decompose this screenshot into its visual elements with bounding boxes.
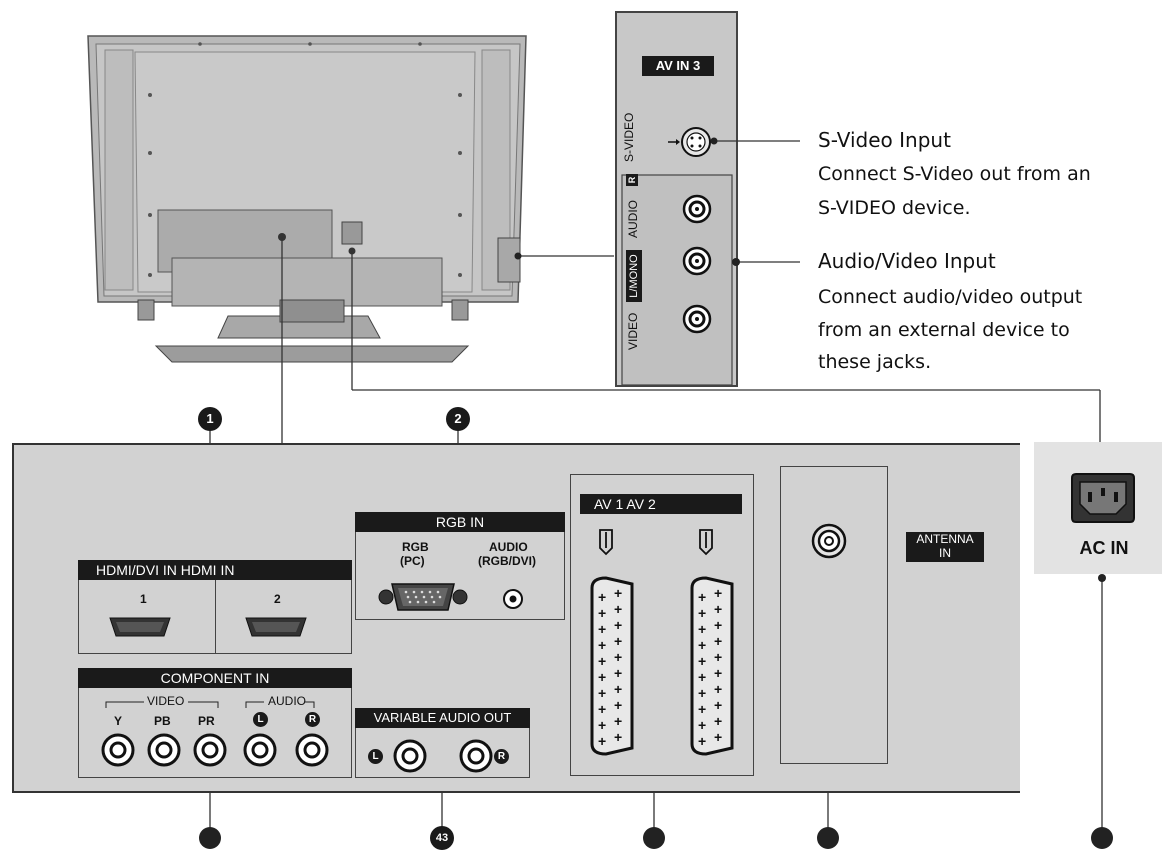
- svg-text:+: +: [614, 585, 622, 601]
- svg-text:+: +: [714, 633, 722, 649]
- svg-text:+: +: [698, 717, 706, 733]
- svg-text:+: +: [714, 617, 722, 633]
- antenna-label-1: ANTENNA: [906, 532, 984, 546]
- svg-text:+: +: [614, 713, 622, 729]
- scart-group: [570, 474, 754, 776]
- hdmi-port-1-icon: [109, 617, 171, 637]
- svg-text:+: +: [698, 589, 706, 605]
- hdmi-port-1-label: 1: [140, 592, 147, 606]
- component-pb-label: PB: [154, 714, 171, 728]
- svg-text:+: +: [714, 601, 722, 617]
- svg-text:+: +: [614, 697, 622, 713]
- svg-text:+: +: [598, 605, 606, 621]
- svg-text:+: +: [714, 713, 722, 729]
- svg-text:+: +: [714, 665, 722, 681]
- rgb-audio-label-1: AUDIO: [489, 540, 528, 554]
- svg-text:+: +: [598, 685, 606, 701]
- antenna-group: [780, 466, 888, 764]
- component-l-badge: L: [253, 712, 268, 727]
- svg-text:+: +: [614, 601, 622, 617]
- hdmi-port-2-label: 2: [274, 592, 281, 606]
- hdmi-divider: [215, 580, 216, 654]
- component-bracket-lines: [105, 701, 315, 708]
- svg-text:+: +: [698, 637, 706, 653]
- antenna-jack-icon: [811, 523, 847, 559]
- hdmi-port-2-icon: [245, 617, 307, 637]
- svideo-callout-desc-1: Connect S-Video out from an: [818, 163, 1091, 185]
- component-header: COMPONENT IN: [78, 668, 352, 688]
- svg-text:+: +: [598, 653, 606, 669]
- rear-connection-panel: [12, 443, 1020, 793]
- component-audio-group-label: AUDIO: [268, 694, 307, 708]
- variable-audio-header: VARIABLE AUDIO OUT: [355, 708, 530, 728]
- video-jack-icon: [682, 304, 712, 334]
- svg-text:+: +: [698, 621, 706, 637]
- svideo-callout-title: S-Video Input: [818, 128, 951, 152]
- svg-text:+: +: [598, 589, 606, 605]
- marker-2: 2: [446, 407, 470, 431]
- marker-1: 1: [198, 407, 222, 431]
- svg-text:+: +: [598, 621, 606, 637]
- vga-port-icon: [378, 583, 468, 611]
- audio-r-jack-icon: [682, 194, 712, 224]
- svg-text:+: +: [614, 649, 622, 665]
- tv-rear-illustration: [80, 30, 540, 370]
- svg-text:+: +: [698, 701, 706, 717]
- svg-text:+: +: [614, 681, 622, 697]
- component-y-label: Y: [114, 714, 123, 728]
- svg-text:+: +: [614, 729, 622, 745]
- svideo-jack-icon: [668, 127, 711, 157]
- variable-audio-jacks-icon: [393, 739, 493, 773]
- svg-text:+: +: [698, 605, 706, 621]
- ac-power-socket-icon: [1071, 473, 1135, 523]
- svg-text:+: +: [698, 685, 706, 701]
- component-jacks-icon: [101, 733, 329, 767]
- av-callout-desc-3: these jacks.: [818, 351, 932, 373]
- antenna-label-2: IN: [906, 546, 984, 562]
- svg-text:+: +: [598, 669, 606, 685]
- svg-text:+: +: [714, 729, 722, 745]
- av-callout-desc-2: from an external device to: [818, 319, 1070, 341]
- audio-l-jack-icon: [682, 246, 712, 276]
- svg-text:+: +: [598, 701, 606, 717]
- svg-text:+: +: [598, 733, 606, 749]
- component-r-badge: R: [305, 712, 320, 727]
- svg-text:+: +: [698, 669, 706, 685]
- svg-text:+: +: [714, 585, 722, 601]
- component-video-group-label: VIDEO: [147, 694, 185, 708]
- svg-text:+: +: [714, 681, 722, 697]
- ac-in-label: AC IN: [1079, 538, 1129, 558]
- svg-text:+: +: [714, 697, 722, 713]
- svg-text:+: +: [614, 617, 622, 633]
- rgb-pc-label-1: RGB: [402, 540, 429, 554]
- svg-text:+: +: [698, 733, 706, 749]
- rgb-audio-label-2: (RGB/DVI): [478, 554, 536, 568]
- hdmi-header: HDMI/DVI IN HDMI IN: [78, 560, 352, 580]
- av-scart-header: AV 1 AV 2: [580, 494, 742, 514]
- svg-text:+: +: [714, 649, 722, 665]
- variable-r-badge: R: [494, 749, 509, 764]
- svg-text:+: +: [598, 717, 606, 733]
- svg-text:+: +: [598, 637, 606, 653]
- av-callout-desc-1: Connect audio/video output: [818, 286, 1083, 308]
- rgb-pc-label-2: (PC): [400, 554, 425, 568]
- scart-ports-icon: ++ ++ ++ ++ ++ ++ ++ ++ ++ ++ ++ ++ ++ +…: [590, 529, 734, 756]
- rgb-audio-jack-icon: [503, 589, 523, 609]
- side-av-panel: AV IN 3 S-VIDEO VIDEO L/MONO AUDIO R: [614, 10, 739, 390]
- marker-43: 43: [430, 826, 454, 850]
- rgb-in-header: RGB IN: [355, 512, 565, 532]
- svg-text:+: +: [614, 665, 622, 681]
- svideo-callout-desc-2: S-VIDEO device.: [818, 197, 971, 219]
- av-callout-title: Audio/Video Input: [818, 249, 996, 273]
- av-in-3-header: AV IN 3: [642, 56, 714, 76]
- svg-text:+: +: [698, 653, 706, 669]
- variable-l-badge: L: [368, 749, 383, 764]
- svg-text:+: +: [614, 633, 622, 649]
- component-pr-label: PR: [198, 714, 215, 728]
